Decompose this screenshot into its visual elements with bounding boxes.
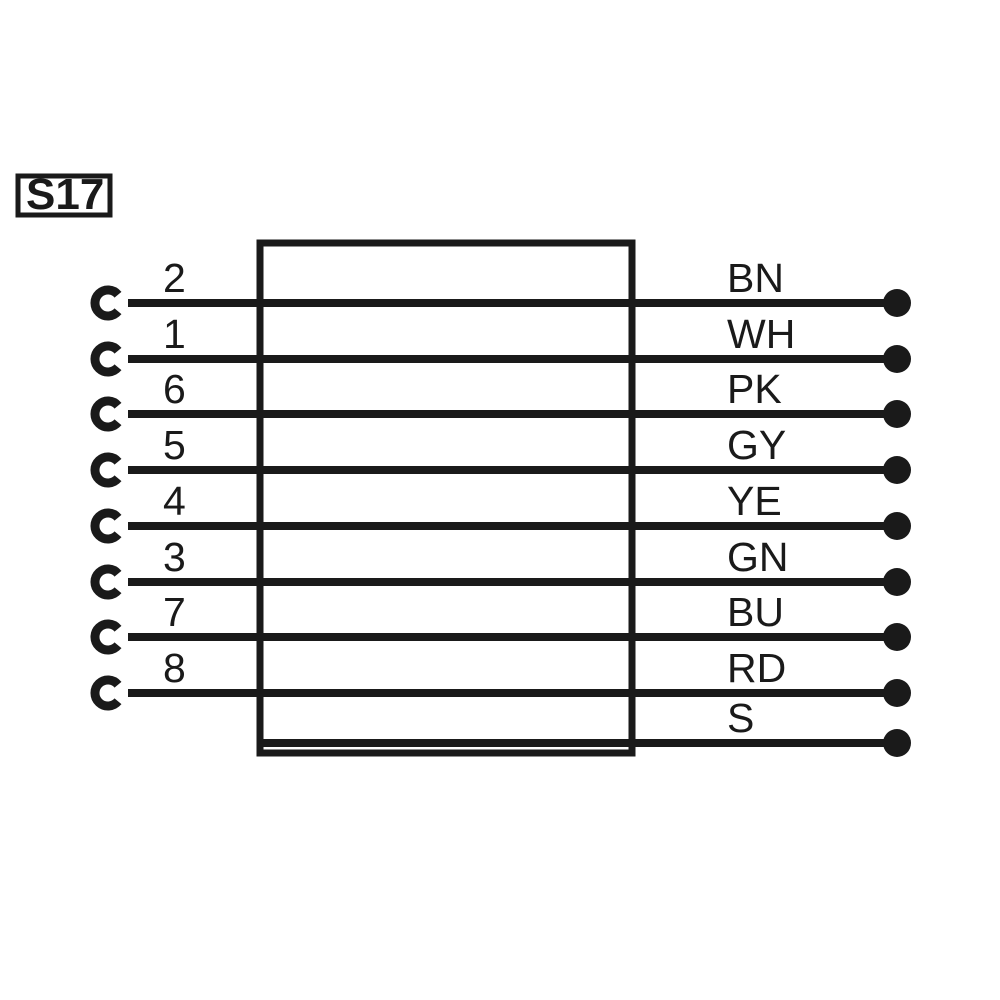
pin-number-label: 6 bbox=[163, 366, 186, 412]
wire-color-code-label: WH bbox=[727, 311, 795, 357]
wire-end-dot-icon[interactable] bbox=[883, 456, 911, 484]
socket-terminal-icon[interactable] bbox=[90, 285, 122, 321]
connector-tag[interactable]: S17 bbox=[15, 170, 113, 219]
pin-number-label: 7 bbox=[163, 589, 186, 635]
wire-end-dot-icon[interactable] bbox=[883, 729, 911, 757]
wire-color-code-label: GN bbox=[727, 534, 789, 580]
wire-row: 7 BU bbox=[90, 589, 911, 655]
wire-color-code-label: YE bbox=[727, 478, 782, 524]
socket-terminal-icon[interactable] bbox=[90, 396, 122, 432]
wire-color-code-label: BU bbox=[727, 589, 784, 635]
socket-terminal-icon[interactable] bbox=[90, 564, 122, 600]
wire-row: S bbox=[260, 695, 911, 757]
wire-row: 8 RD bbox=[90, 645, 911, 711]
cable-sheath-box bbox=[256, 239, 636, 757]
wire-end-dot-icon[interactable] bbox=[883, 345, 911, 373]
wire-row: 4 YE bbox=[90, 478, 911, 544]
wire-end-dot-icon[interactable] bbox=[883, 289, 911, 317]
wire-end-dot-icon[interactable] bbox=[883, 623, 911, 651]
wire-end-dot-icon[interactable] bbox=[883, 568, 911, 596]
wire-color-code-label: BN bbox=[727, 255, 784, 301]
socket-terminal-icon[interactable] bbox=[90, 452, 122, 488]
pin-number-label: 2 bbox=[163, 255, 186, 301]
wire-layer: 2 BN 1 WH 6 PK 5 GY 4 YE 3 GN 7 BU 8 RDS bbox=[90, 255, 911, 757]
wire-color-code-label: RD bbox=[727, 645, 786, 691]
pin-number-label: 8 bbox=[163, 645, 186, 691]
pin-number-label: 3 bbox=[163, 534, 186, 580]
pin-number-label: 5 bbox=[163, 422, 186, 468]
wire-color-code-label: PK bbox=[727, 366, 782, 412]
wire-row: 3 GN bbox=[90, 534, 911, 600]
wire-color-code-label: S bbox=[727, 695, 754, 741]
wire-row: 5 GY bbox=[90, 422, 911, 488]
socket-terminal-icon[interactable] bbox=[90, 341, 122, 377]
wire-row: 6 PK bbox=[90, 366, 911, 432]
pin-number-label: 1 bbox=[163, 311, 186, 357]
pin-number-label: 4 bbox=[163, 478, 186, 524]
socket-terminal-icon[interactable] bbox=[90, 619, 122, 655]
socket-terminal-icon[interactable] bbox=[90, 675, 122, 711]
wire-end-dot-icon[interactable] bbox=[883, 679, 911, 707]
connector-tag-label: S17 bbox=[26, 170, 104, 219]
wire-row: 2 BN bbox=[90, 255, 911, 321]
wire-end-dot-icon[interactable] bbox=[883, 400, 911, 428]
wire-end-dot-icon[interactable] bbox=[883, 512, 911, 540]
wire-row: 1 WH bbox=[90, 311, 911, 377]
socket-terminal-icon[interactable] bbox=[90, 508, 122, 544]
wire-color-code-label: GY bbox=[727, 422, 786, 468]
connector-tag-box bbox=[15, 173, 113, 218]
